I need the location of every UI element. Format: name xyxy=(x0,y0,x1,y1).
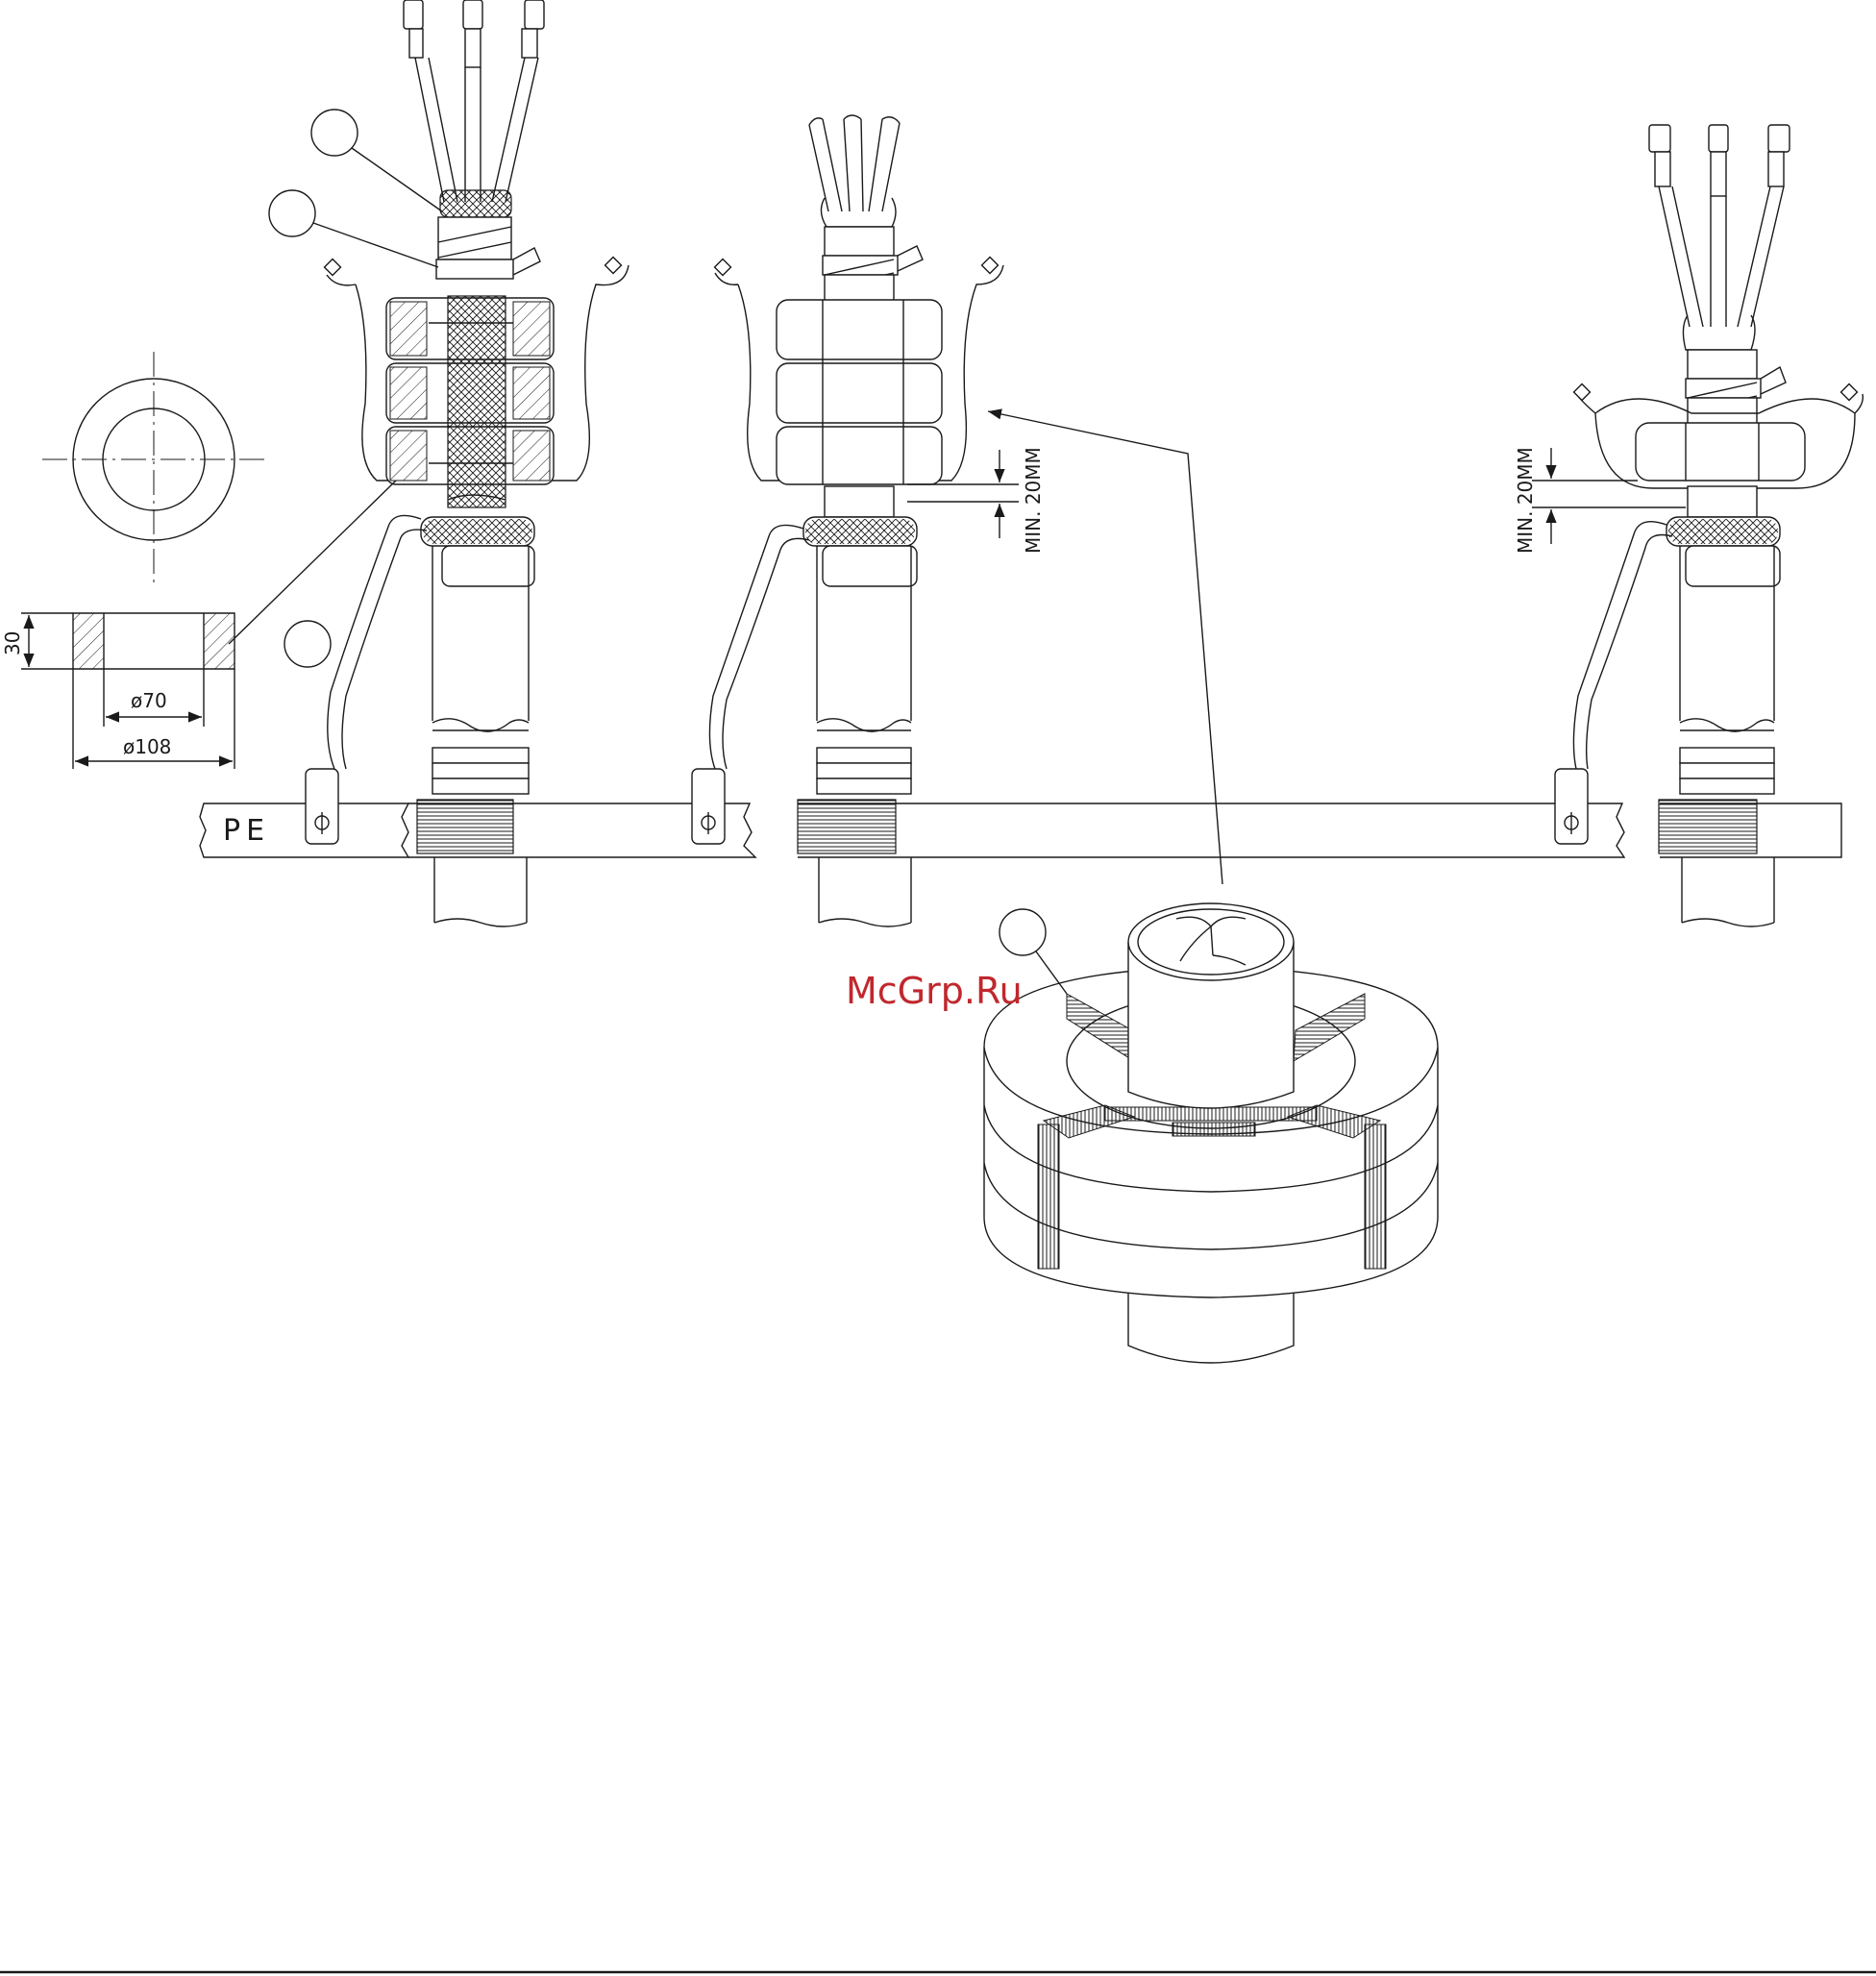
cable-assembly-middle: MIN. 20MM xyxy=(692,115,1222,926)
isometric-ferrite-stack xyxy=(984,903,1438,1363)
min-clearance-label-right: MIN. 20MM xyxy=(1514,447,1537,554)
pe-bar-left: PE xyxy=(200,803,408,857)
thickness-dimension: 30 xyxy=(1,631,24,655)
cable-assembly-left xyxy=(306,0,629,926)
cable-assembly-right: MIN. 20MM xyxy=(1514,125,1863,926)
pe-label: PE xyxy=(223,814,270,848)
min-clearance-label-middle: MIN. 20MM xyxy=(1022,447,1045,554)
inner-diameter-dimension: ø70 xyxy=(131,689,167,712)
callout-2 xyxy=(269,190,438,267)
watermark: McGrp.Ru xyxy=(846,970,1023,1012)
callout-1 xyxy=(311,110,442,211)
outer-diameter-dimension: ø108 xyxy=(123,735,171,758)
ferrite-ring-detail: 30 ø70 ø108 xyxy=(1,352,267,769)
